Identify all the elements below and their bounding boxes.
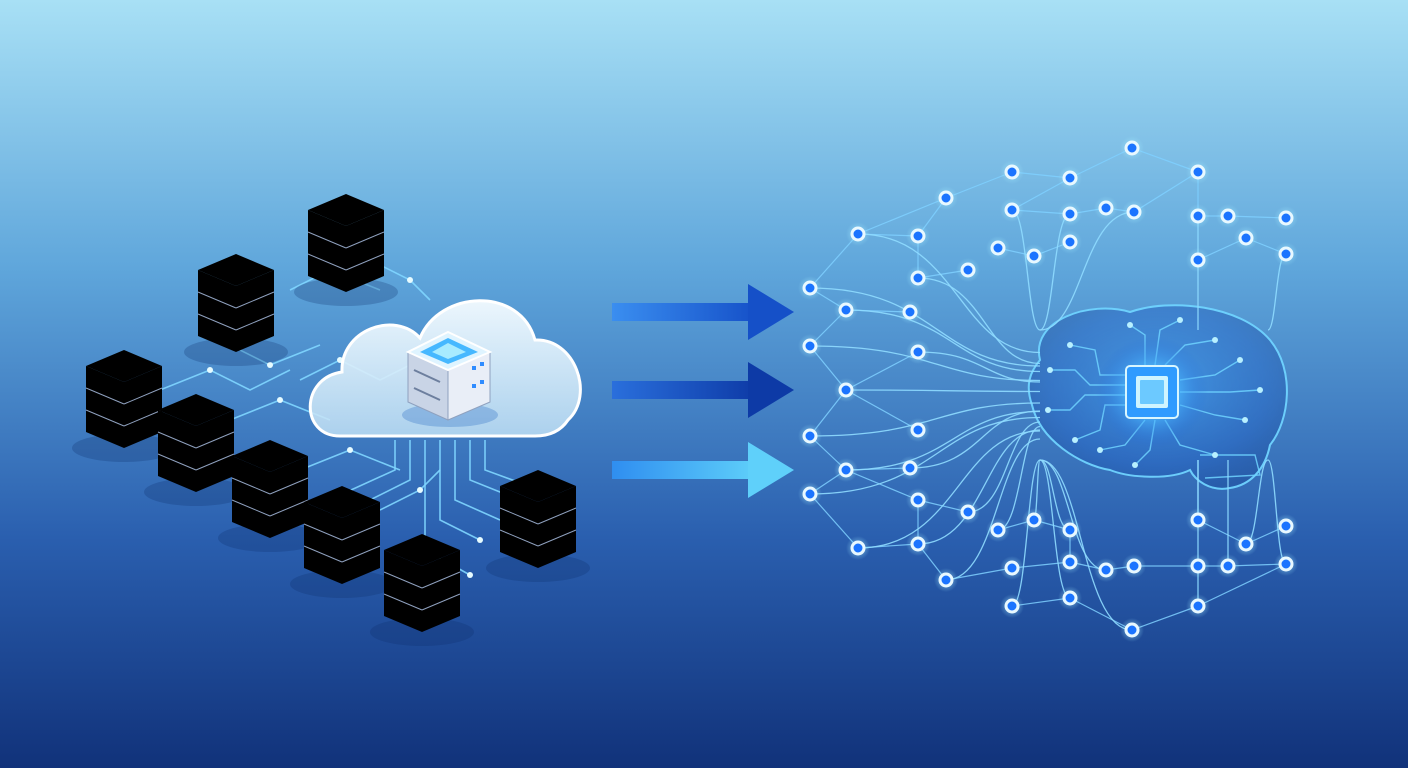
network-node xyxy=(1124,622,1140,638)
network-node xyxy=(1026,248,1042,264)
network-node xyxy=(1190,252,1206,268)
network-edge xyxy=(1197,563,1287,607)
network-node xyxy=(1098,200,1114,216)
cloud-server-icon xyxy=(402,330,498,427)
arrow-right-icon xyxy=(612,362,794,418)
network-node xyxy=(1004,560,1020,576)
axon-line xyxy=(1039,459,1133,631)
network-node xyxy=(838,462,854,478)
axon-line xyxy=(845,389,1041,393)
network-edge xyxy=(845,389,919,431)
axon-line xyxy=(857,233,1041,354)
network-node xyxy=(910,344,926,360)
axon-line xyxy=(845,309,1041,373)
network-node xyxy=(802,280,818,296)
network-node xyxy=(850,540,866,556)
network-node xyxy=(802,428,818,444)
network-node xyxy=(902,304,918,320)
axon-line xyxy=(945,438,1041,581)
network-node xyxy=(802,338,818,354)
network-edge xyxy=(845,351,919,391)
network-node xyxy=(938,572,954,588)
network-node xyxy=(1278,518,1294,534)
ai-brain-network xyxy=(798,136,1298,642)
network-node xyxy=(838,382,854,398)
network-node xyxy=(1278,210,1294,226)
network-node xyxy=(838,302,854,318)
arrow-right-icon xyxy=(612,284,794,340)
network-node xyxy=(910,422,926,438)
network-node xyxy=(902,460,918,476)
network-node xyxy=(1126,558,1142,574)
server-rack-icon xyxy=(293,193,399,307)
network-node xyxy=(1190,598,1206,614)
processor-chip-icon xyxy=(1096,336,1208,448)
network-edge xyxy=(809,233,859,289)
server-rack-icon xyxy=(369,533,475,647)
server-network xyxy=(71,193,591,647)
network-node xyxy=(1062,554,1078,570)
network-node xyxy=(1004,202,1020,218)
network-node xyxy=(938,190,954,206)
network-node xyxy=(1278,556,1294,572)
network-node xyxy=(990,522,1006,538)
network-node xyxy=(1004,598,1020,614)
network-node xyxy=(990,240,1006,256)
network-node xyxy=(1190,208,1206,224)
axon-line xyxy=(809,416,1041,495)
network-node xyxy=(850,226,866,242)
axon-line xyxy=(809,287,1041,367)
network-node xyxy=(1190,558,1206,574)
axon-line xyxy=(909,410,1041,469)
network-edge xyxy=(845,469,919,501)
network-node xyxy=(1062,206,1078,222)
network-node xyxy=(1062,590,1078,606)
network-node xyxy=(1126,204,1142,220)
network-node xyxy=(1062,170,1078,186)
network-node xyxy=(1190,164,1206,180)
network-edge xyxy=(857,197,947,235)
server-rack-icon xyxy=(289,485,395,599)
network-node xyxy=(1098,562,1114,578)
network-node xyxy=(1220,558,1236,574)
axon-line xyxy=(917,277,1041,365)
network-node xyxy=(1062,522,1078,538)
server-rack-icon xyxy=(183,253,289,367)
network-node xyxy=(910,228,926,244)
flow-arrows xyxy=(612,284,794,498)
network-node xyxy=(1190,512,1206,528)
arrow-right-icon xyxy=(612,442,794,498)
network-node xyxy=(960,262,976,278)
network-node xyxy=(1238,536,1254,552)
network-node xyxy=(960,504,976,520)
network-node xyxy=(1004,164,1020,180)
network-node xyxy=(1220,208,1236,224)
axon-line xyxy=(845,410,1041,471)
axon-line xyxy=(1039,211,1135,331)
axon-line xyxy=(809,402,1041,437)
network-nodes xyxy=(798,136,1298,642)
axon-line xyxy=(1039,459,1107,571)
network-node xyxy=(910,536,926,552)
network-node xyxy=(1026,512,1042,528)
network-node xyxy=(1278,246,1294,262)
network-node xyxy=(910,492,926,508)
network-node xyxy=(802,486,818,502)
server-rack-icon xyxy=(485,469,591,583)
axon-line xyxy=(809,345,1041,382)
axon-line xyxy=(967,421,1041,513)
axon-line xyxy=(917,351,1041,383)
network-node xyxy=(910,270,926,286)
network-edge xyxy=(1133,171,1199,213)
network-node xyxy=(1062,234,1078,250)
axon-line xyxy=(857,430,1041,549)
network-node xyxy=(1124,140,1140,156)
network-node xyxy=(1238,230,1254,246)
network-edge xyxy=(809,493,859,549)
